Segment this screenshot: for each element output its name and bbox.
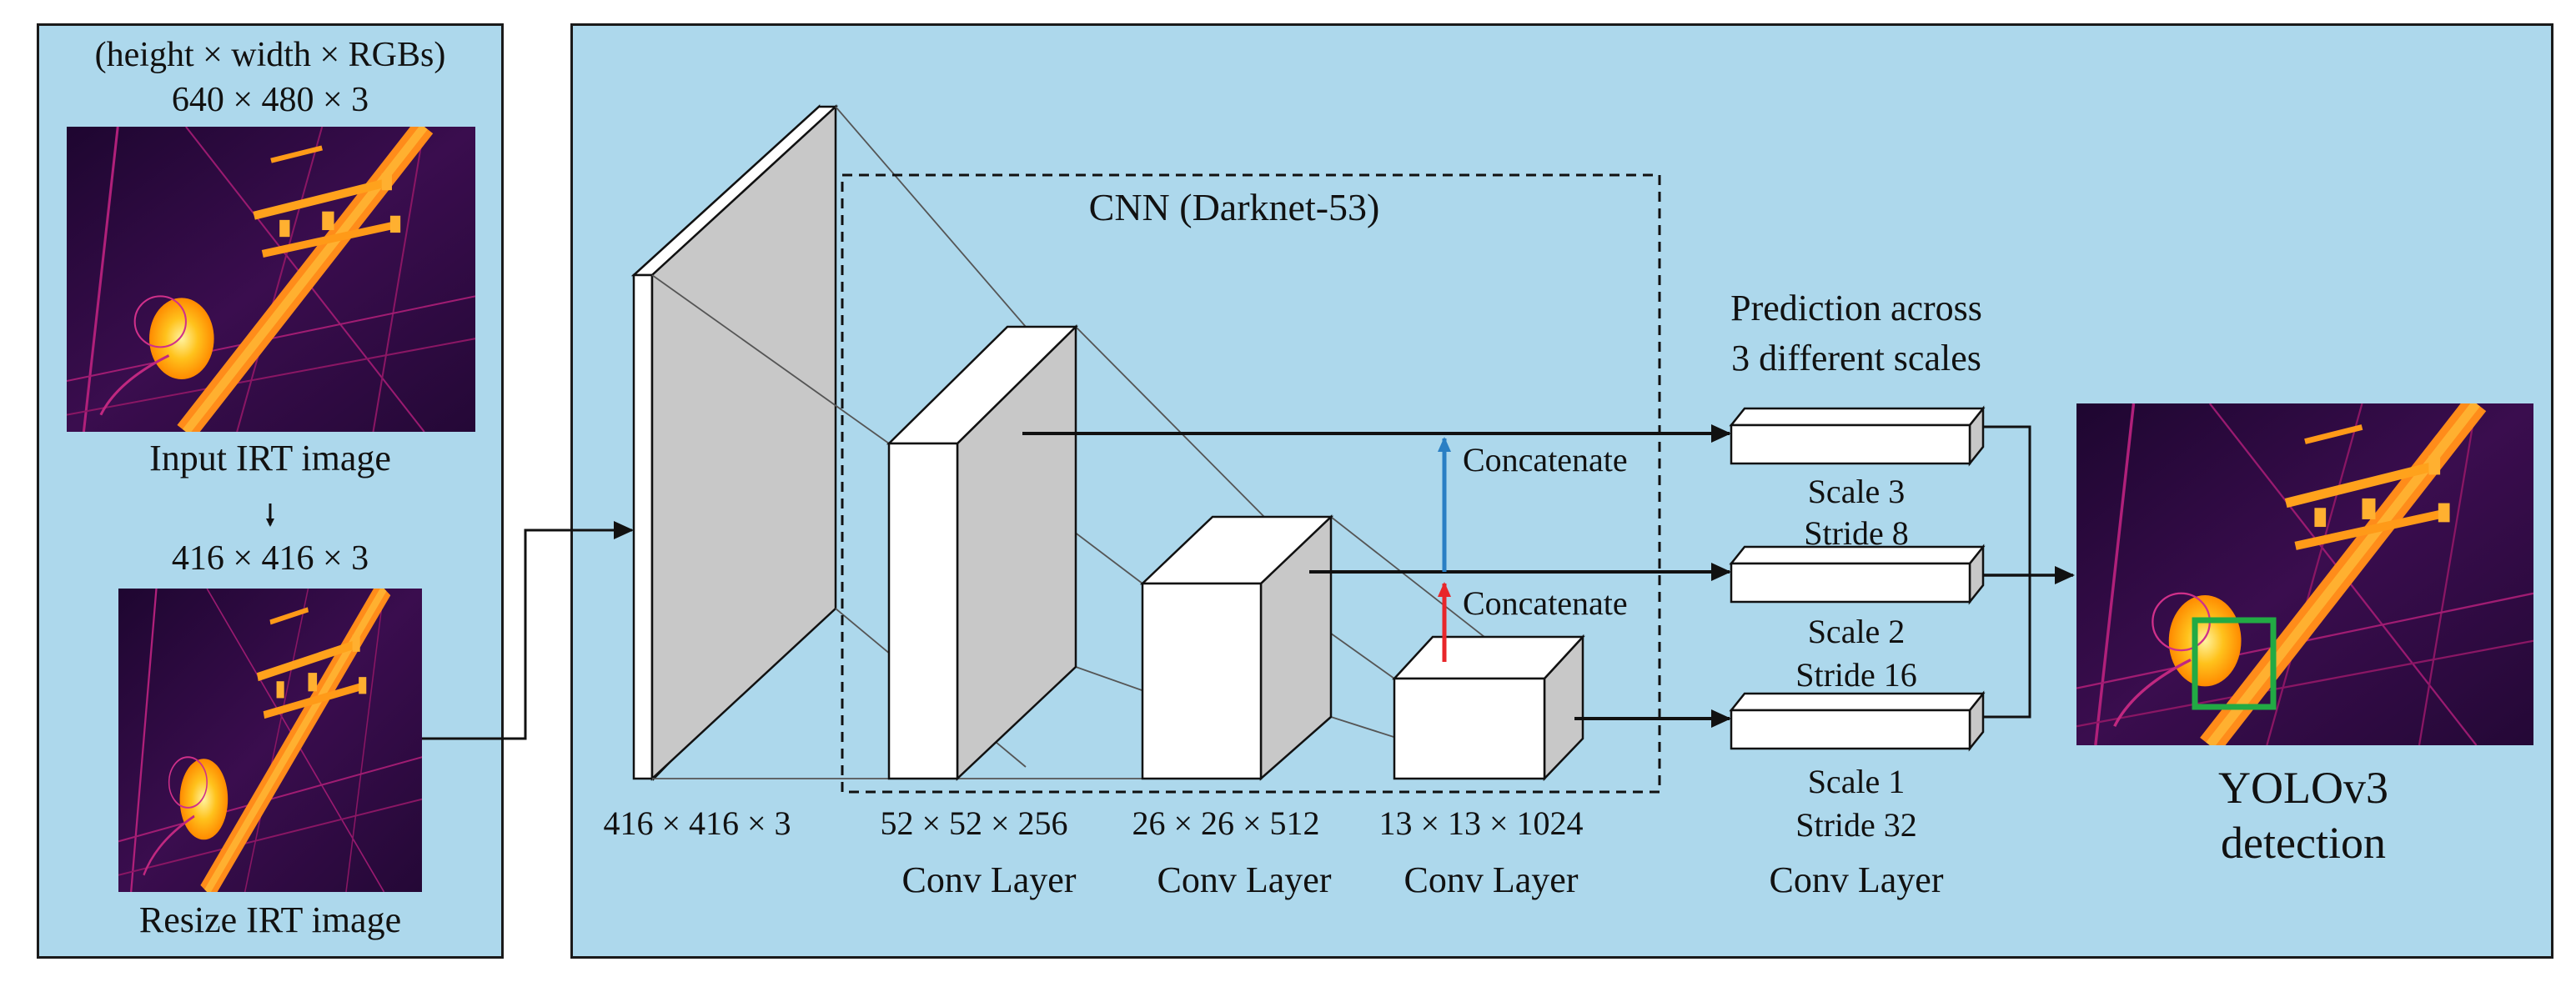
input-irt-image	[67, 127, 475, 432]
input-size-label: 640 × 480 × 3	[171, 81, 369, 119]
conv-block-2	[1139, 514, 1334, 781]
scale-3-stride: Stride 8	[1804, 514, 1909, 552]
resized-irt-image	[118, 589, 422, 892]
scale-merge-bracket	[1983, 425, 2031, 719]
output-title-2: detection	[2221, 818, 2386, 868]
prediction-layer-label: Conv Layer	[1769, 859, 1944, 900]
input-layer-block	[630, 104, 839, 781]
layer-3-label: Conv Layer	[1403, 859, 1579, 900]
detection-bounding-box	[2192, 617, 2277, 710]
conv-block-3	[1392, 634, 1585, 782]
prediction-title-1: Prediction across	[1730, 288, 1982, 328]
scale-box-1	[1729, 690, 1986, 752]
concatenate-label-lower: Concatenate	[1463, 584, 1628, 622]
cnn-title: CNN (Darknet-53)	[1088, 186, 1380, 228]
layer-3-size: 13 × 13 × 1024	[1378, 804, 1584, 842]
layer-1-size: 52 × 52 × 256	[880, 804, 1068, 842]
prediction-title-2: 3 different scales	[1731, 338, 1981, 378]
scale-3-label: Scale 3	[1807, 473, 1906, 510]
scale-2-label: Scale 2	[1807, 613, 1906, 650]
output-title-1: YOLOv3	[2218, 763, 2388, 813]
resize-size-label: 416 × 416 × 3	[171, 539, 369, 578]
output-detection-image	[2076, 403, 2533, 745]
resize-image-label: Resize IRT image	[138, 899, 402, 940]
scale-box-2	[1729, 544, 1986, 605]
concatenate-label-upper: Concatenate	[1463, 441, 1628, 478]
dims-caption: (height × width × RGBs)	[94, 36, 446, 74]
scale-1-stride: Stride 32	[1795, 806, 1917, 844]
input-image-label: Input IRT image	[149, 438, 391, 478]
scale-1-label: Scale 1	[1807, 763, 1906, 800]
conv-block-1	[886, 324, 1079, 781]
input-to-network-arrow	[422, 521, 634, 740]
scale-2-stride: Stride 16	[1795, 656, 1917, 694]
cnn-dashed-box	[841, 173, 1661, 794]
layer-2-label: Conv Layer	[1157, 859, 1332, 900]
scale-box-3	[1729, 405, 1986, 467]
layer-2-size: 26 × 26 × 512	[1132, 804, 1320, 842]
layer-1-label: Conv Layer	[901, 859, 1077, 900]
input-layer-size: 416 × 416 × 3	[603, 804, 791, 842]
